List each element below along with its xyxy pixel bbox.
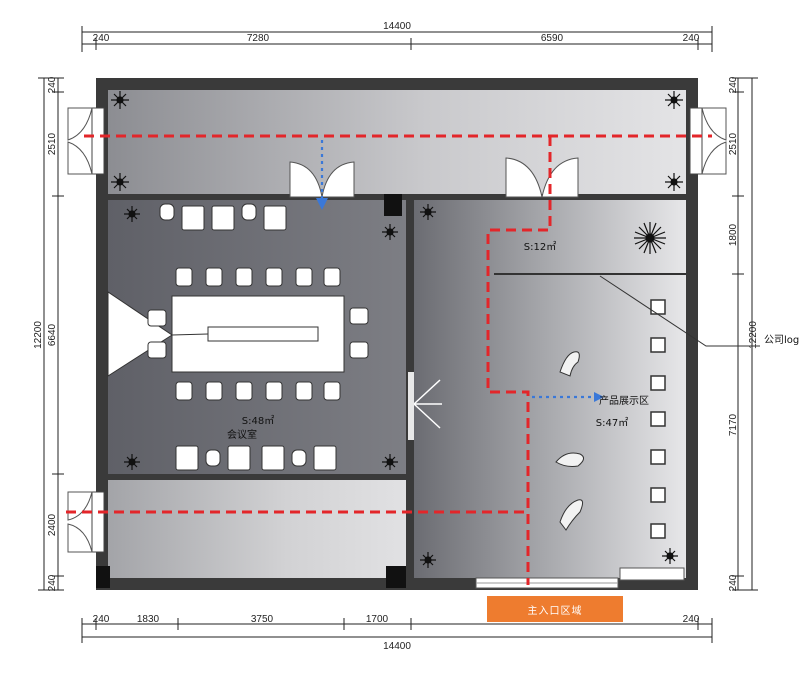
left-dim-3: 6640	[47, 323, 58, 346]
left-dim-4: 2400	[47, 513, 58, 536]
display-sculptures	[555, 351, 584, 531]
top-dimension-line	[81, 26, 713, 52]
bottom-total-dim: 14400	[383, 641, 411, 652]
plant-icon	[382, 224, 398, 240]
right-dim-2: 2510	[728, 132, 739, 155]
right-dim-4: 7170	[728, 413, 739, 436]
route-arrowheads	[316, 198, 604, 402]
small-room-area: S:12㎡	[524, 241, 556, 253]
display-area-size: S:47㎡	[596, 417, 628, 429]
logo-callout-label: 公司log	[764, 335, 799, 346]
left-total-dim: 12200	[33, 321, 44, 349]
wall-seats	[159, 203, 337, 471]
top-dim-4: 240	[683, 33, 700, 44]
plant-icon	[111, 173, 129, 191]
meeting-room-area: S:48㎡	[242, 415, 274, 427]
plant-icon	[634, 222, 666, 254]
bottom-dim-4: 1700	[366, 614, 389, 625]
top-total-dim: 14400	[383, 21, 411, 32]
bottom-dim-3: 3750	[251, 614, 274, 625]
display-plinths	[650, 299, 666, 539]
plant-icon	[124, 454, 140, 470]
meeting-side-door-leaf	[408, 372, 414, 440]
meeting-room-name: 会议室	[227, 428, 257, 441]
top-dim-3: 6590	[541, 33, 564, 44]
plant-icon	[420, 204, 436, 220]
plants	[111, 91, 683, 568]
top-dim-1: 240	[93, 33, 110, 44]
bottom-dimension-line	[81, 618, 713, 643]
plant-icon	[124, 206, 140, 222]
display-area-name: 产品展示区	[599, 394, 649, 407]
top-dim-2: 7280	[247, 33, 270, 44]
logo-callout-leader	[599, 275, 760, 347]
main-entrance-badge: 主入口区域	[487, 596, 623, 622]
red-route	[66, 134, 712, 585]
plant-icon	[665, 91, 683, 109]
bottom-dim-1: 240	[93, 614, 110, 625]
left-dimension-line	[38, 77, 64, 591]
right-dimension-line	[732, 77, 758, 591]
right-area-floor	[414, 200, 686, 578]
blue-route	[320, 140, 596, 399]
side-openings	[91, 107, 703, 553]
right-dim-5: 240	[728, 574, 739, 591]
right-dim-3: 1800	[728, 223, 739, 246]
right-dim-1: 240	[728, 76, 739, 93]
left-dim-2: 2510	[47, 132, 58, 155]
right-total-dim: 12200	[748, 321, 759, 349]
bottom-corridor	[108, 480, 406, 578]
door-swings	[67, 107, 727, 553]
top-corridor	[108, 90, 686, 194]
plant-icon	[665, 173, 683, 191]
plant-icon	[111, 91, 129, 109]
bottom-dim-2: 1830	[137, 614, 160, 625]
left-dim-5: 240	[47, 574, 58, 591]
meeting-table	[107, 291, 345, 377]
left-dim-1: 240	[47, 76, 58, 93]
plant-icon	[420, 552, 436, 568]
structural-columns	[96, 194, 406, 588]
plant-icon	[382, 454, 398, 470]
meeting-chairs	[147, 267, 369, 401]
entrance-glazing	[475, 567, 685, 589]
plant-icon	[662, 548, 678, 564]
bottom-dim-5: 240	[683, 614, 700, 625]
